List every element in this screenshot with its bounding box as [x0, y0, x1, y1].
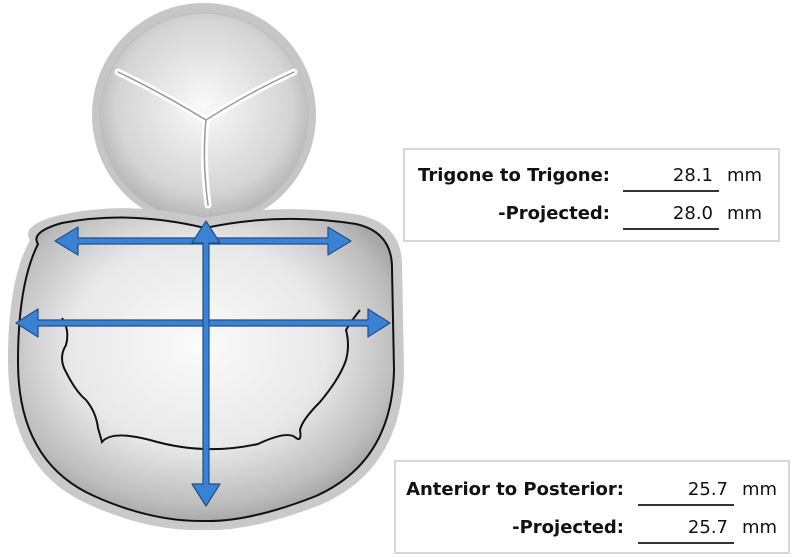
- trigone-projected-row: -Projected: 28.0 mm: [405, 200, 778, 230]
- ap-row: Anterior to Posterior: 25.7 mm: [396, 476, 788, 506]
- ap-label: Anterior to Posterior:: [406, 479, 624, 500]
- aortic-valve: [92, 3, 316, 227]
- ap-projected-unit: mm: [742, 517, 778, 538]
- ap-value: 25.7: [687, 479, 728, 500]
- trigone-row: Trigone to Trigone: 28.1 mm: [405, 162, 778, 192]
- ap-unit: mm: [742, 479, 778, 500]
- trigone-projected-label: -Projected:: [498, 203, 610, 224]
- valve-diagram: [8, 3, 404, 531]
- measurement-arrows: [15, 220, 391, 507]
- trigone-projected-unit: mm: [727, 203, 763, 224]
- trigone-measurement-panel: Trigone to Trigone: 28.1 mm -Projected: …: [403, 148, 780, 242]
- trigone-value: 28.1: [672, 165, 713, 186]
- ap-projected-label: -Projected:: [512, 517, 624, 538]
- ap-value-underline: [638, 504, 734, 506]
- trigone-projected-underline: [623, 228, 719, 230]
- trigone-projected-value: 28.0: [672, 203, 713, 224]
- trigone-label: Trigone to Trigone:: [418, 165, 610, 186]
- anterior-posterior-arrow: [191, 220, 221, 507]
- mitral-coaptation-line: [61, 309, 361, 451]
- trigone-unit: mm: [727, 165, 763, 186]
- ap-projected-row: -Projected: 25.7 mm: [396, 514, 788, 544]
- ap-projected-value: 25.7: [687, 517, 728, 538]
- ap-projected-underline: [638, 542, 734, 544]
- ap-measurement-panel: Anterior to Posterior: 25.7 mm -Projecte…: [394, 460, 790, 554]
- trigone-value-underline: [623, 190, 719, 192]
